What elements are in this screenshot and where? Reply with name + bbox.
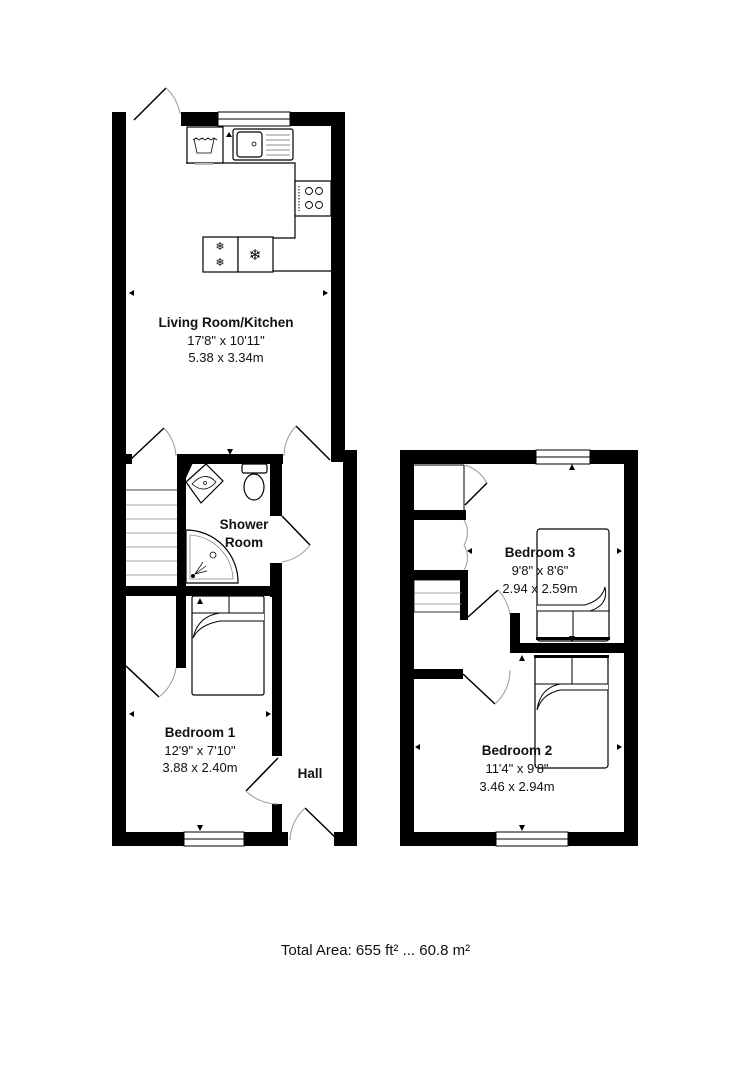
wall-segment (460, 570, 468, 620)
wall-segment (272, 804, 282, 846)
shower-room-name-line1: Shower (220, 517, 270, 532)
sink-icon (232, 128, 294, 161)
bedroom-divider-wall (510, 643, 638, 653)
dimension-arrow-icon (467, 548, 472, 554)
wall-segment (414, 669, 463, 679)
dimension-arrow-icon (519, 825, 525, 831)
bedroom2-door[interactable] (462, 669, 511, 705)
dimension-arrow-icon (129, 711, 134, 717)
svg-text:❄: ❄ (249, 247, 262, 264)
bedroom1-right-wall (272, 590, 282, 756)
bedroom3-door[interactable] (467, 589, 511, 618)
bedroom1-top-wall (112, 586, 282, 596)
hall-name: Hall (298, 766, 323, 781)
bedroom3-name: Bedroom 3 (505, 545, 576, 560)
living-room-name: Living Room/Kitchen (159, 315, 294, 330)
shower-left-wall (177, 454, 197, 588)
washing-machine-icon (186, 126, 224, 165)
bedroom1-name: Bedroom 1 (165, 725, 236, 740)
bedroom1-dim-imperial: 12'9" x 7'10" (164, 743, 236, 758)
hob-icon (294, 180, 332, 217)
cupboard-door[interactable] (464, 464, 488, 506)
toilet-icon (241, 463, 268, 501)
living-room-dim-imperial: 17'8" x 10'11" (187, 333, 265, 348)
shower-room-door[interactable] (281, 515, 311, 563)
hall-right-wall (343, 450, 357, 846)
shower-tray-icon (185, 529, 239, 584)
shower-top-wall (177, 454, 283, 464)
dimension-arrow-icon (197, 825, 203, 831)
dimension-arrow-icon (617, 548, 622, 554)
wall-segment (414, 510, 466, 520)
living-right-wall (331, 112, 345, 454)
wall-segment (414, 570, 466, 580)
bedroom3-dim-metric: 2.94 x 2.59m (502, 581, 577, 596)
bedroom1-dim-metric: 3.88 x 2.40m (162, 760, 237, 775)
bed-icon (191, 595, 265, 696)
bedroom1-door[interactable] (245, 757, 279, 805)
dimension-arrow-icon (569, 636, 575, 642)
front-door[interactable] (289, 807, 339, 841)
bedroom2-name: Bedroom 2 (482, 743, 553, 758)
first-floor: Bedroom 3 9'8" x 8'6" 2.94 x 2.59m Bedro… (400, 449, 638, 847)
wall-segment (112, 454, 132, 464)
stairs-icon (126, 489, 177, 576)
dimension-arrow-icon (197, 598, 203, 604)
dimension-arrow-icon (323, 290, 328, 296)
living-hall-door[interactable] (283, 425, 331, 461)
dimension-arrow-icon (569, 464, 575, 470)
first-left-wall (400, 450, 414, 846)
fridge-icon: ❄ (237, 236, 274, 273)
freezer-icon: ❄ ❄ (202, 236, 239, 273)
wall-segment (270, 454, 282, 516)
total-area: Total Area: 655 ft² ... 60.8 m² (280, 942, 471, 959)
window (217, 111, 291, 127)
window (183, 831, 245, 847)
ground-floor: ❄ ❄ ❄ (112, 87, 357, 847)
basin-icon (185, 463, 224, 504)
wall-segment (334, 832, 357, 846)
living-stair-door[interactable] (129, 427, 177, 461)
stairs-icon (413, 579, 463, 613)
svg-text:❄: ❄ (215, 257, 224, 269)
wall-segment (112, 112, 124, 126)
dimension-arrow-icon (227, 449, 233, 455)
bed-icon (536, 528, 610, 642)
cupboard-door-2[interactable] (463, 519, 468, 571)
bedroom3-dim-imperial: 9'8" x 8'6" (512, 563, 569, 578)
first-top-wall (400, 450, 638, 464)
wall-segment (510, 613, 520, 653)
kitchen-worktop (186, 162, 331, 272)
dimension-arrow-icon (617, 744, 622, 750)
dimension-arrow-icon (129, 290, 134, 296)
dimension-arrow-icon (415, 744, 420, 750)
dimension-arrow-icon (519, 655, 525, 661)
measure-marker-icon (226, 132, 232, 137)
svg-text:❄: ❄ (215, 241, 224, 253)
bed-icon (534, 655, 609, 769)
bedroom2-dim-metric: 3.46 x 2.94m (479, 779, 554, 794)
wall-segment (176, 590, 186, 668)
bedroom1-cupboard-door[interactable] (125, 665, 177, 698)
ground-left-wall (112, 112, 126, 846)
window (535, 449, 591, 465)
bedroom2-dim-imperial: 11'4" x 9'8" (485, 761, 548, 776)
window (495, 831, 569, 847)
dimension-arrow-icon (266, 711, 271, 717)
shower-room-name-line2: Room (225, 535, 263, 550)
back-door[interactable] (133, 87, 181, 121)
living-room-dim-metric: 5.38 x 3.34m (188, 350, 263, 365)
